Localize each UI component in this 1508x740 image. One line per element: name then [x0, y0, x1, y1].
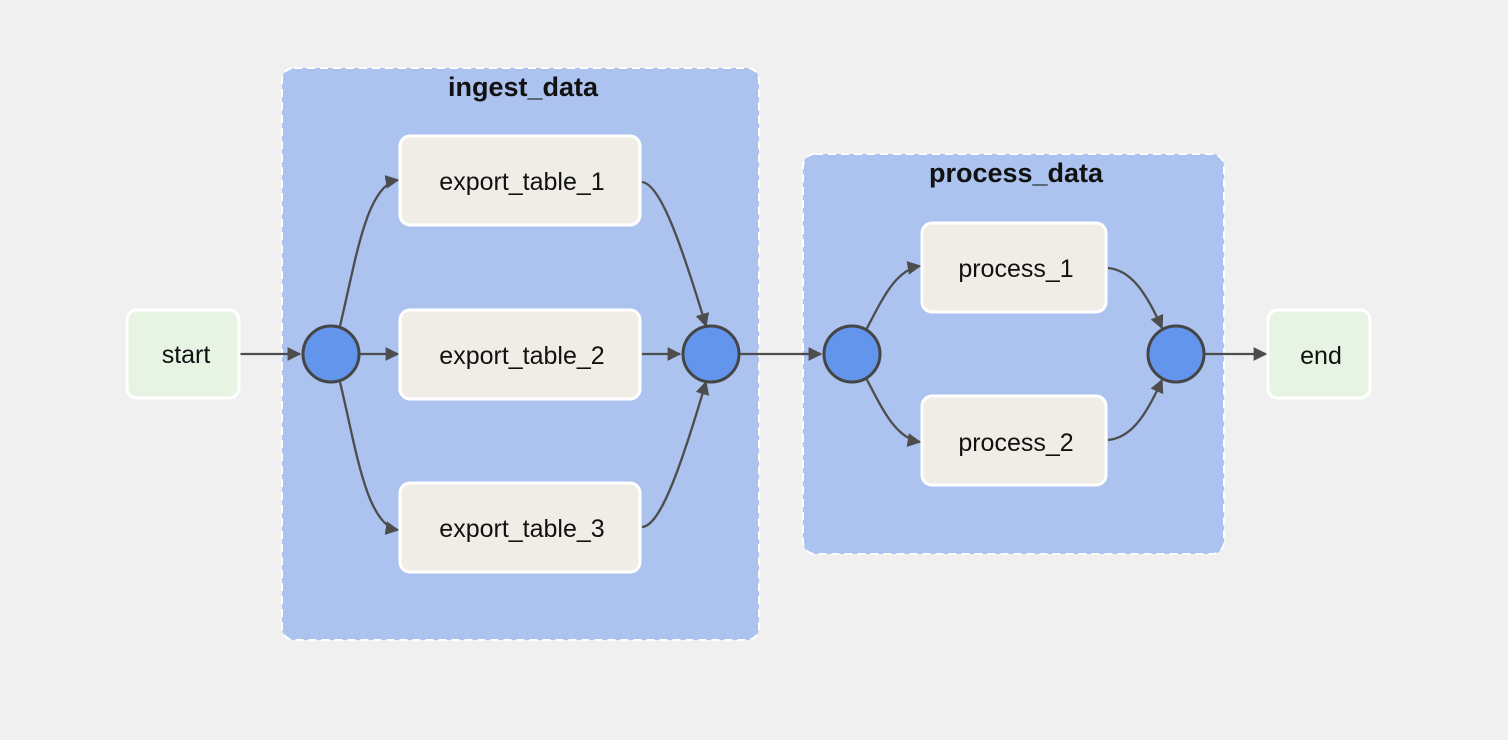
task-node-process-1[interactable]: process_1 — [920, 221, 1108, 314]
task-group-ingest-data-title: ingest_data — [448, 72, 599, 102]
task-node-process-1-label: process_1 — [958, 255, 1073, 283]
task-node-process-2-label: process_2 — [958, 429, 1073, 457]
task-node-export-table-1-box[interactable] — [398, 134, 642, 227]
edge-process-1-to-process-end — [1107, 266, 1164, 330]
ingest-data-upstream-join-node[interactable] — [301, 324, 361, 384]
task-node-export-table-2[interactable]: export_table_2 — [398, 308, 642, 401]
edge-ingest-join-to-export-1 — [338, 175, 400, 327]
task-node-process-1-box[interactable] — [920, 221, 1108, 314]
task-node-export-table-1-label: export_table_1 — [439, 168, 604, 196]
edge-export-1-to-ingest-end — [641, 180, 710, 328]
task-node-end[interactable]: end — [1266, 308, 1372, 400]
edge-process-join-to-process-1 — [864, 261, 922, 331]
process-data-downstream-join-node[interactable] — [1146, 324, 1206, 384]
edge-export-3-to-ingest-end — [641, 380, 710, 529]
task-node-export-table-3-label: export_table_3 — [439, 515, 604, 543]
task-group-process-data-title: process_data — [929, 158, 1104, 188]
task-node-export-table-2-box[interactable] — [398, 308, 642, 401]
task-node-end-box[interactable] — [1266, 308, 1372, 400]
process-data-upstream-join-node[interactable] — [822, 324, 882, 384]
task-node-export-table-3-box[interactable] — [398, 481, 642, 574]
edge-process-2-to-process-end — [1107, 378, 1164, 442]
task-node-export-table-1[interactable]: export_table_1 — [398, 134, 642, 227]
task-node-end-label: end — [1300, 342, 1342, 370]
task-node-start-label: start — [162, 341, 211, 369]
edges — [240, 175, 1268, 535]
task-node-start[interactable]: start — [125, 308, 241, 400]
edge-ingest-join-to-export-3 — [338, 381, 400, 535]
task-group-process-data[interactable]: process_data — [802, 153, 1225, 555]
task-node-export-table-3[interactable]: export_table_3 — [398, 481, 642, 574]
join-nodes — [301, 324, 1206, 384]
task-node-process-2-box[interactable] — [920, 394, 1108, 487]
task-node-export-table-2-label: export_table_2 — [439, 342, 604, 370]
ingest-data-downstream-join-node[interactable] — [681, 324, 741, 384]
edge-process-join-to-process-2 — [864, 377, 922, 447]
task-node-process-2[interactable]: process_2 — [920, 394, 1108, 487]
task-node-start-box[interactable] — [125, 308, 241, 400]
